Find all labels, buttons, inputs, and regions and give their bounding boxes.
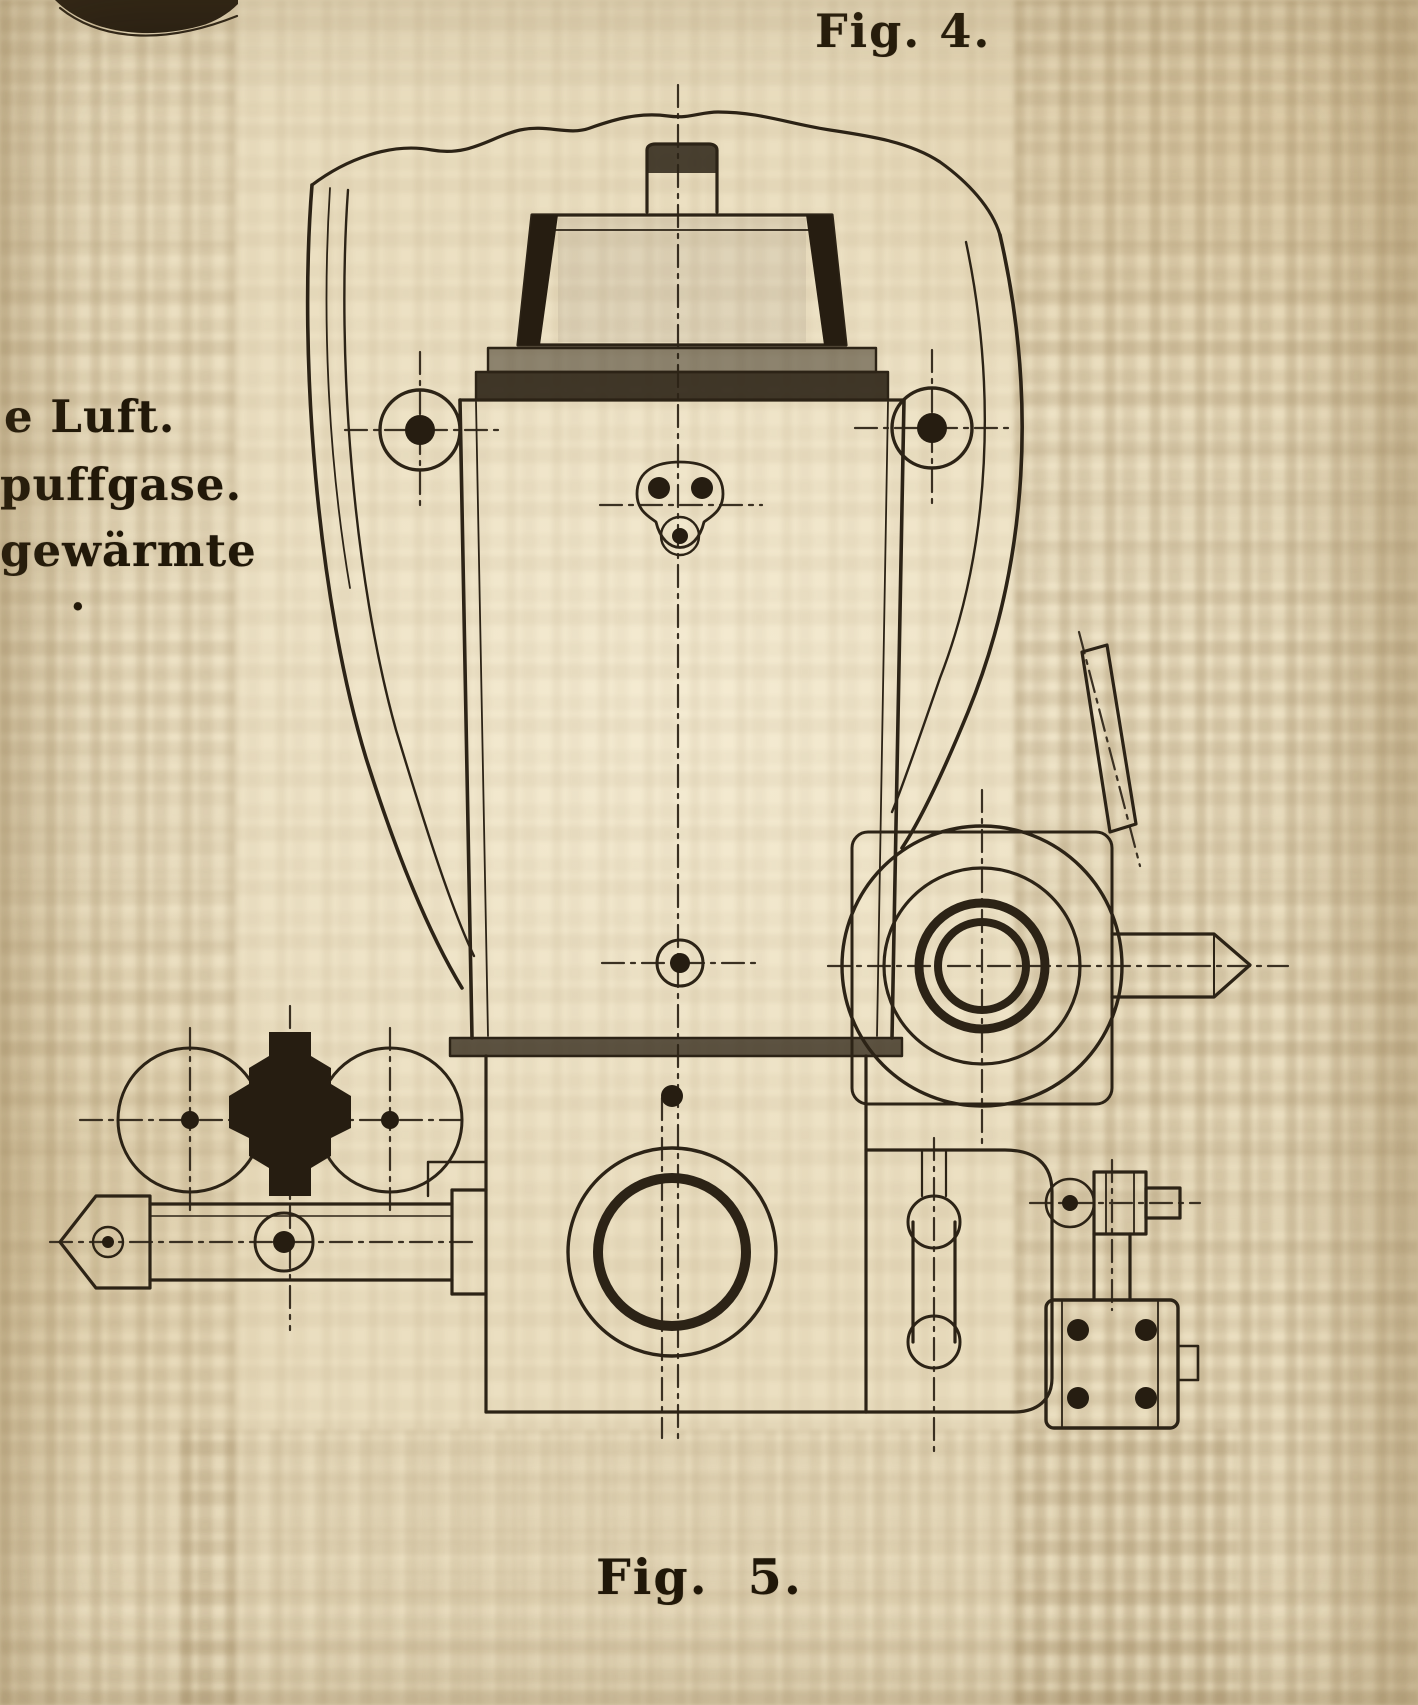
margin-text-line-2: puffgase.	[0, 458, 243, 511]
inlet-pipe	[58, 1160, 488, 1296]
pointed-stub	[1110, 932, 1252, 999]
margin-text-line-1: e Luft.	[4, 390, 176, 443]
clover-fitting	[635, 460, 725, 557]
flange-rings	[474, 346, 890, 402]
right-flange-assembly	[840, 824, 1124, 1108]
margin-text-line-3: gewärmte	[0, 524, 257, 577]
bolt-bosses	[378, 386, 974, 472]
margin-text-line-4: .	[70, 568, 87, 621]
fig5-caption: Fig. 5.	[596, 1548, 803, 1606]
valve-silhouette	[229, 1032, 351, 1196]
control-lever	[1080, 643, 1138, 834]
roller-link-housing	[864, 1148, 1054, 1414]
page-corner-ornament	[55, 0, 239, 37]
fig4-caption: Fig. 4.	[815, 4, 992, 58]
outer-housing	[305, 110, 1024, 990]
main-body	[448, 398, 906, 1058]
lower-body-boss	[655, 938, 705, 988]
valve-assembly	[116, 1032, 464, 1196]
pipe-union-fitting	[1044, 1170, 1182, 1302]
cylinder-head	[516, 142, 848, 347]
mounting-bracket	[1044, 1298, 1200, 1430]
lower-block	[484, 1054, 868, 1414]
